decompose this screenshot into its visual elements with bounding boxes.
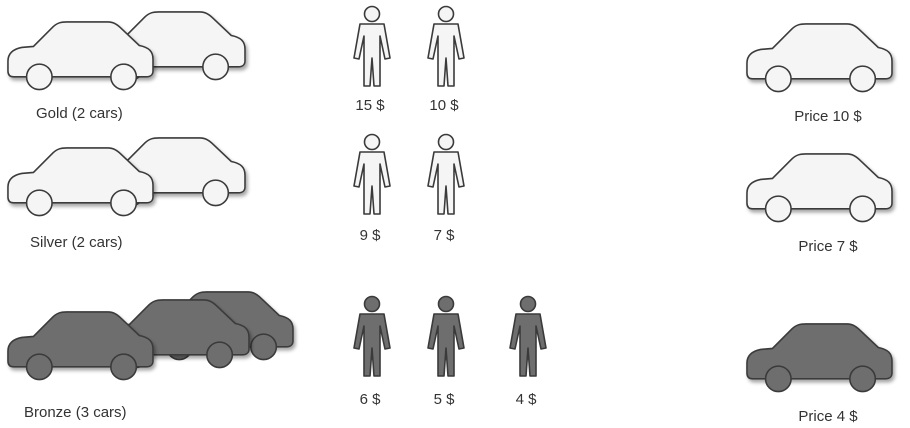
price-label: Price 10 $ [794,108,862,125]
price-car [747,324,892,392]
buyer-person-icon [510,297,546,377]
price-car [747,24,892,92]
tier-label: Gold (2 cars) [36,105,123,122]
buyer-bid-label: 9 $ [360,227,382,244]
buyer-person-icon [428,7,464,87]
buyer-bid-label: 5 $ [434,391,456,408]
tier-0: Gold (2 cars) 15 $ 10 $ Price 10 $ [8,7,892,126]
buyer-bid-label: 15 $ [355,97,385,114]
tier-2: Bronze (3 cars) 6 $ 5 $ 4 $ Price 4 $ [8,292,892,425]
buyer-bid-label: 7 $ [434,227,456,244]
buyer-bid-label: 6 $ [360,391,382,408]
tier-label: Silver (2 cars) [30,234,123,251]
price-car [747,154,892,222]
price-label: Price 4 $ [798,408,858,425]
buyer-bid-label: 10 $ [429,97,459,114]
buyer-bid-label: 4 $ [516,391,538,408]
buyer-person-icon [428,297,464,377]
buyer-person-icon [354,7,390,87]
tier-1: Silver (2 cars) 9 $ 7 $ Price 7 $ [8,135,892,256]
buyer-person-icon [428,135,464,215]
price-label: Price 7 $ [798,238,858,255]
buyer-person-icon [354,135,390,215]
tier-label: Bronze (3 cars) [24,404,127,421]
buyer-person-icon [354,297,390,377]
